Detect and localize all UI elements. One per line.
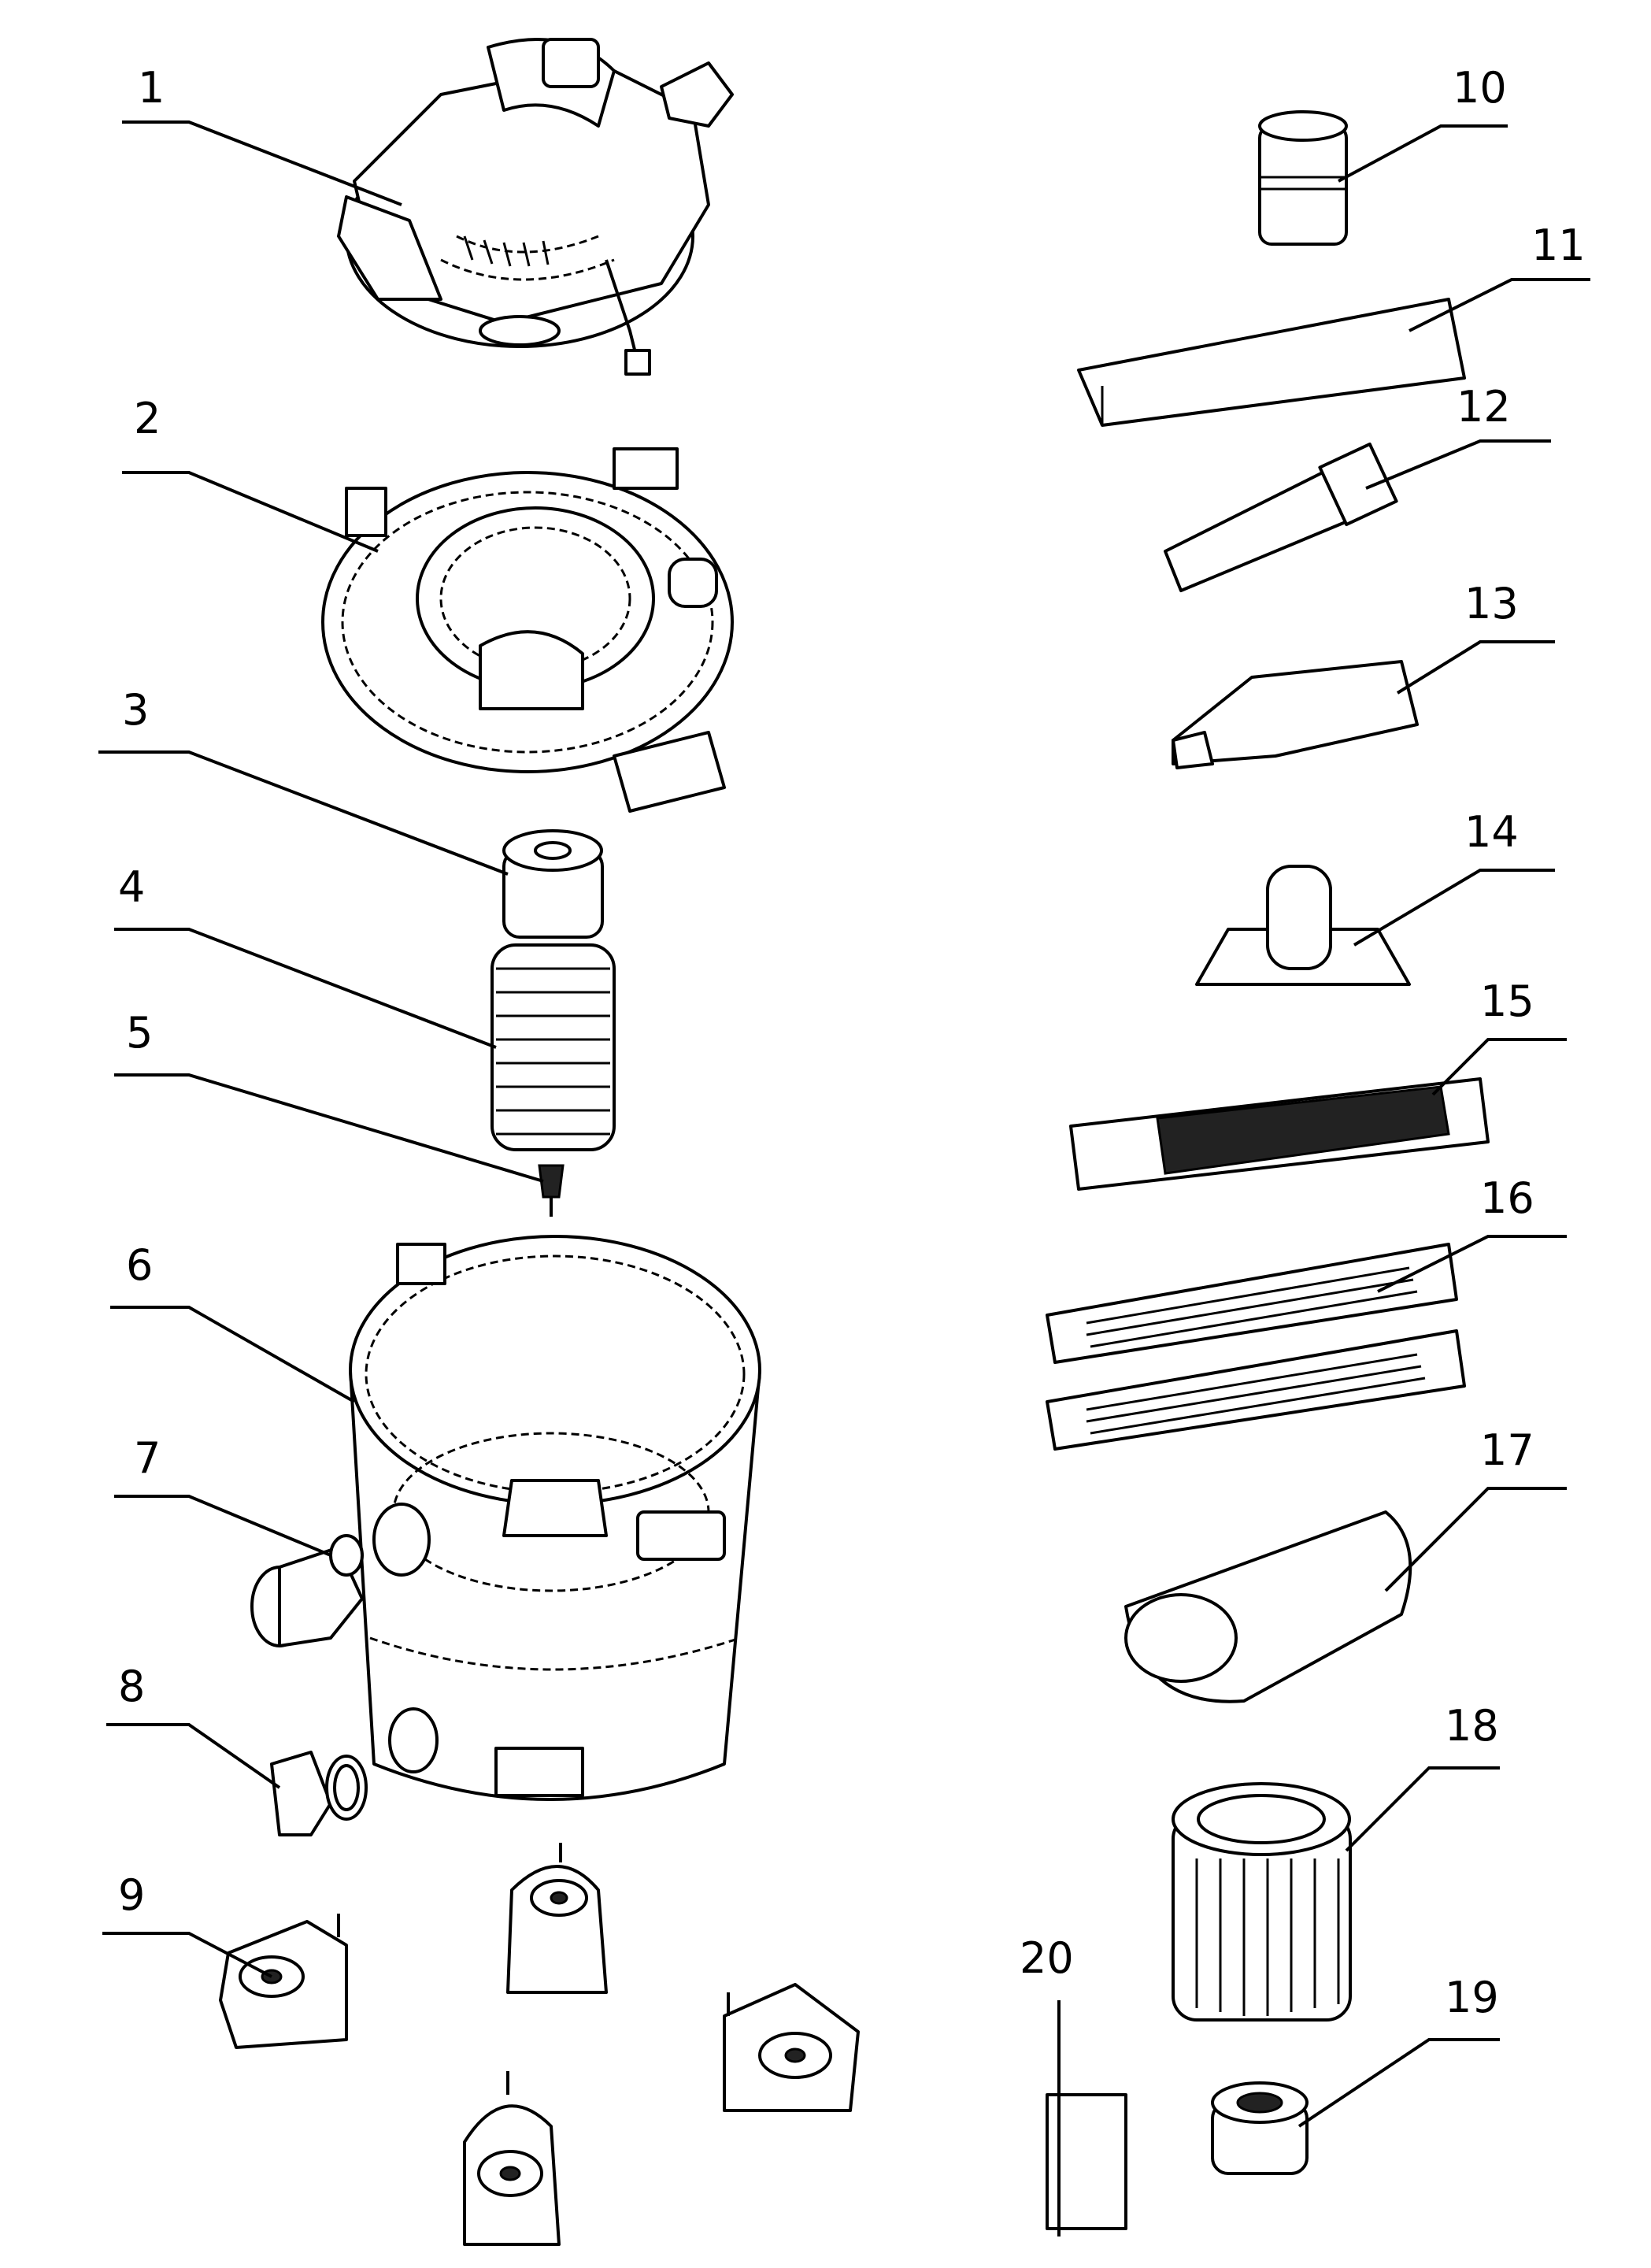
callout-12-leader: [1365, 439, 1551, 490]
callout-10-label: 10: [1453, 63, 1507, 113]
callout-11-leader: [1409, 278, 1590, 332]
callout-16-leader: [1377, 1235, 1567, 1293]
callout-7-label: 7: [134, 1433, 161, 1483]
callout-17-leader: [1384, 1487, 1567, 1592]
callout-4-label: 4: [118, 862, 145, 912]
callout-8-label: 8: [118, 1662, 145, 1711]
part-extension-wand-lower: [1046, 1329, 1466, 1451]
callout-9-leader: [102, 1932, 272, 1978]
callout-18-label: 18: [1445, 1701, 1499, 1751]
callout-12-label: 12: [1457, 382, 1511, 432]
callout-18-leader: [1345, 1766, 1500, 1852]
callout-4-leader: [114, 928, 497, 1049]
callout-6-leader: [110, 1306, 355, 1403]
part-caster-right: [723, 1983, 860, 2112]
callout-2-label: 2: [134, 394, 161, 443]
part-lid: [321, 447, 734, 813]
part-floor-nozzle: [1195, 865, 1411, 986]
callout-7-leader: [114, 1495, 331, 1557]
callout-2-leader: [122, 471, 379, 553]
part-inlet-port: [250, 1534, 364, 1647]
callout-9-label: 9: [118, 1870, 145, 1920]
callout-15-label: 15: [1480, 976, 1534, 1026]
part-cartridge-filter: [1172, 1782, 1352, 2022]
part-drain-cap: [270, 1751, 368, 1836]
part-manual: [1046, 2000, 1127, 2236]
part-filter-cage: [490, 943, 616, 1151]
callout-3-label: 3: [122, 685, 149, 735]
part-tapered-nozzle: [1164, 442, 1398, 592]
callout-14-leader: [1353, 869, 1555, 947]
callout-5-label: 5: [126, 1008, 153, 1058]
callout-19-leader: [1297, 2038, 1500, 2128]
part-motor-head: [337, 38, 734, 376]
callout-10-leader: [1338, 124, 1508, 183]
part-filter-nut: [1211, 2081, 1309, 2175]
callout-16-label: 16: [1480, 1173, 1534, 1223]
part-utility-nozzle: [1172, 660, 1419, 769]
part-filter-bag: [1124, 1510, 1412, 1703]
callout-3-leader: [98, 750, 509, 876]
callout-11-label: 11: [1531, 220, 1586, 270]
part-adapter: [1258, 110, 1348, 246]
callout-6-label: 6: [126, 1240, 153, 1290]
callout-19-label: 19: [1445, 1973, 1499, 2022]
callout-8-leader: [106, 1723, 281, 1789]
part-hose: [1069, 1077, 1490, 1191]
callout-13-leader: [1396, 640, 1555, 695]
callout-1-leader: [122, 120, 402, 206]
callout-1-label: 1: [138, 63, 165, 113]
callout-20-label: 20: [1020, 1933, 1074, 1983]
part-crevice-tool: [1077, 298, 1466, 427]
part-caster-center-bottom: [463, 2071, 561, 2246]
part-extension-wand-upper: [1046, 1243, 1458, 1364]
callout-15-leader: [1431, 1038, 1567, 1096]
part-float-valve: [538, 1164, 565, 1217]
part-tank: [349, 1235, 761, 1801]
callout-17-label: 17: [1480, 1425, 1534, 1475]
callout-5-leader: [114, 1073, 544, 1183]
part-caster-center-top: [506, 1843, 608, 1994]
part-foam-cap: [502, 829, 604, 939]
callout-14-label: 14: [1464, 807, 1519, 857]
callout-13-label: 13: [1464, 579, 1519, 628]
part-caster-left: [219, 1914, 348, 2049]
